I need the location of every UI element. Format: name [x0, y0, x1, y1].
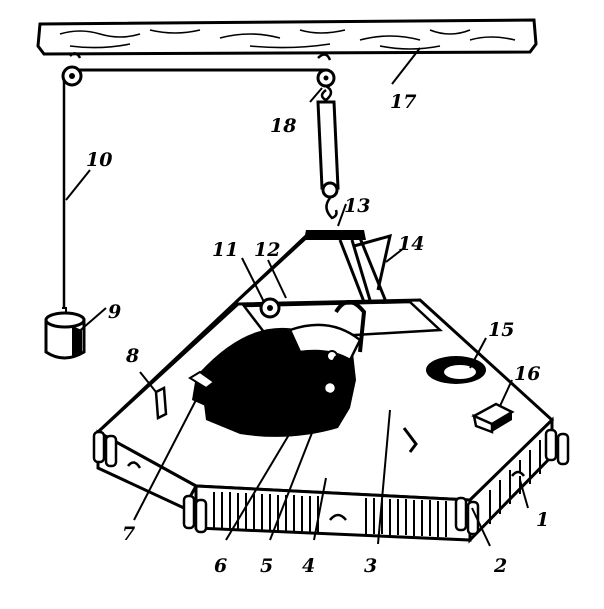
left-clamp	[188, 370, 216, 408]
side-arm	[353, 233, 393, 291]
label-7: 7	[122, 523, 135, 545]
leader-lines	[65, 47, 529, 547]
oval-opening	[426, 356, 486, 384]
label-8: 8	[125, 345, 139, 367]
hook	[316, 53, 340, 220]
left-pulley	[61, 52, 83, 87]
block	[471, 402, 515, 434]
counterweight	[44, 307, 86, 360]
label-17: 17	[390, 91, 416, 113]
pin	[154, 386, 168, 420]
label-15: 15	[488, 319, 514, 341]
label-13: 13	[344, 195, 370, 217]
screw-knob	[259, 297, 281, 319]
top-bracket	[304, 230, 366, 240]
label-18: 18	[270, 115, 296, 137]
callout-labels: 1 2 3 4 5 6 7 8 9 10 11 12 13 14 15 16 1…	[86, 91, 549, 577]
label-11: 11	[212, 239, 238, 261]
label-5: 5	[260, 555, 273, 577]
label-6: 6	[214, 555, 227, 577]
label-9: 9	[108, 301, 121, 323]
label-12: 12	[254, 239, 280, 261]
label-2: 2	[493, 555, 507, 577]
label-16: 16	[514, 363, 540, 385]
black-material	[200, 327, 356, 437]
label-1: 1	[536, 509, 549, 531]
label-4: 4	[302, 555, 315, 577]
label-14: 14	[398, 233, 424, 255]
label-10: 10	[86, 149, 112, 171]
ceiling-beam	[36, 18, 538, 56]
corner-clamps	[92, 428, 570, 536]
label-3: 3	[364, 555, 377, 577]
